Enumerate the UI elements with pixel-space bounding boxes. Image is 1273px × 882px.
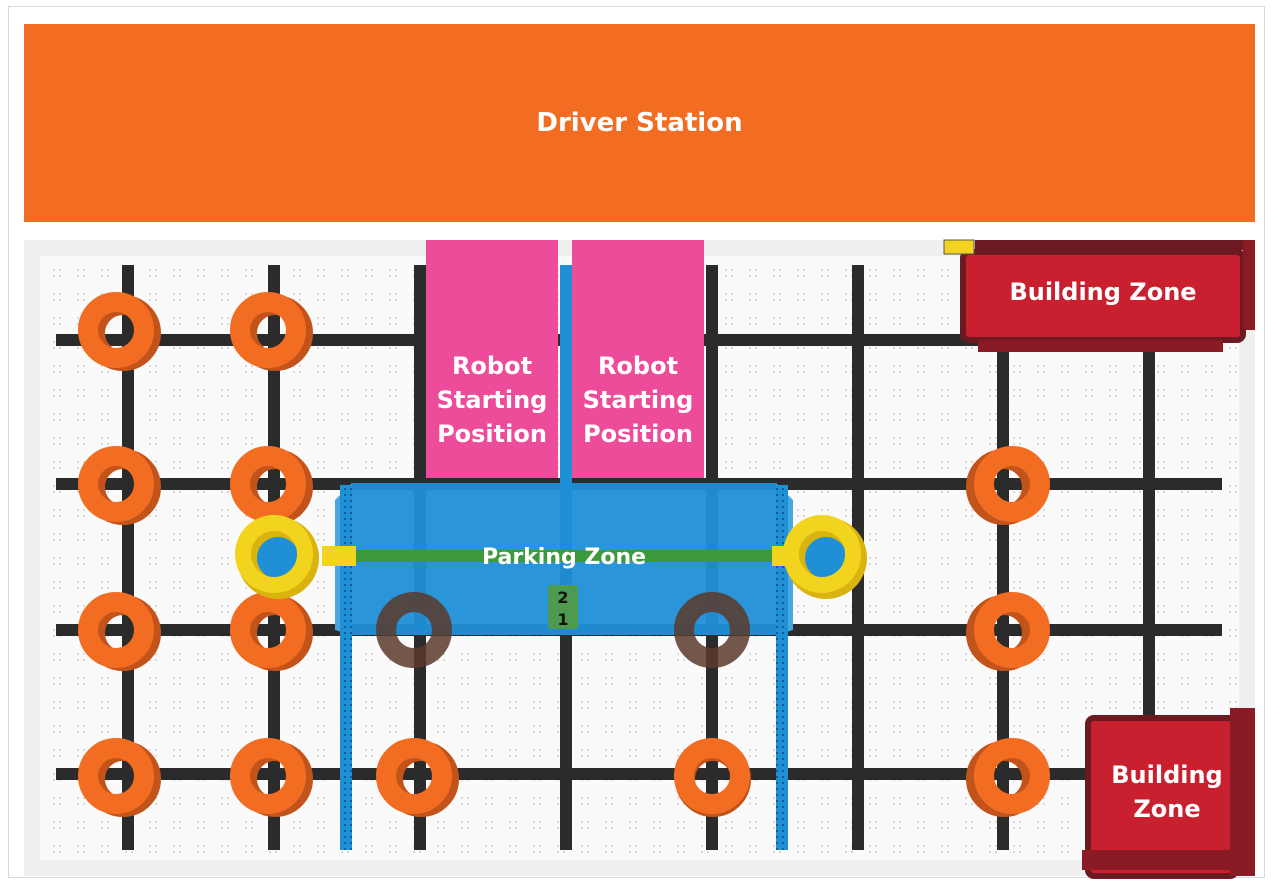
ring: [78, 592, 161, 671]
ring: [230, 592, 313, 671]
building-zone-bottom: [1082, 708, 1255, 879]
yellow-rings: [235, 515, 867, 599]
parking-rail-left: [340, 485, 352, 850]
building-zone-bottom-line1: Building: [1111, 761, 1223, 789]
field-marker: [943, 239, 975, 255]
ring: [78, 292, 161, 371]
robot-starting-position-left: [426, 240, 558, 478]
ring: [966, 446, 1050, 525]
building-zone-top: [960, 240, 1255, 352]
orange-rings: [78, 292, 1050, 817]
ring: [674, 592, 750, 668]
robot-start-left-line2: Starting: [437, 386, 548, 414]
robot-start-right-line3: Position: [583, 420, 693, 448]
parking-rail-right: [776, 485, 788, 850]
building-zone-top-label: Building Zone: [1009, 278, 1196, 306]
ring: [783, 515, 867, 599]
ring: [230, 446, 313, 525]
ring: [230, 738, 313, 817]
robot-start-left-line3: Position: [437, 420, 547, 448]
building-zone-bottom-line2: Zone: [1133, 795, 1200, 823]
driver-station-label: Driver Station: [536, 108, 743, 138]
ring: [674, 738, 751, 817]
ring: [230, 292, 313, 371]
parking-marker: [548, 585, 578, 629]
parking-zone-label: Parking Zone: [482, 545, 646, 570]
robot-start-left-line1: Robot: [452, 352, 532, 380]
ring: [235, 515, 319, 599]
ring: [376, 592, 452, 668]
ring: [376, 738, 459, 817]
robot-start-right-line2: Starting: [583, 386, 694, 414]
driver-station: Driver Station: [24, 24, 1255, 222]
ring: [966, 592, 1050, 671]
parking-bar: [330, 550, 800, 562]
robot-starting-position-right: [572, 240, 704, 478]
robot-start-right-line1: Robot: [598, 352, 678, 380]
parking-marker-top: 2: [557, 588, 568, 607]
ring: [78, 446, 161, 525]
ring: [78, 738, 161, 817]
parking-marker-bottom: 1: [557, 610, 568, 629]
ring: [966, 738, 1050, 817]
field-frame: [8, 6, 1265, 878]
